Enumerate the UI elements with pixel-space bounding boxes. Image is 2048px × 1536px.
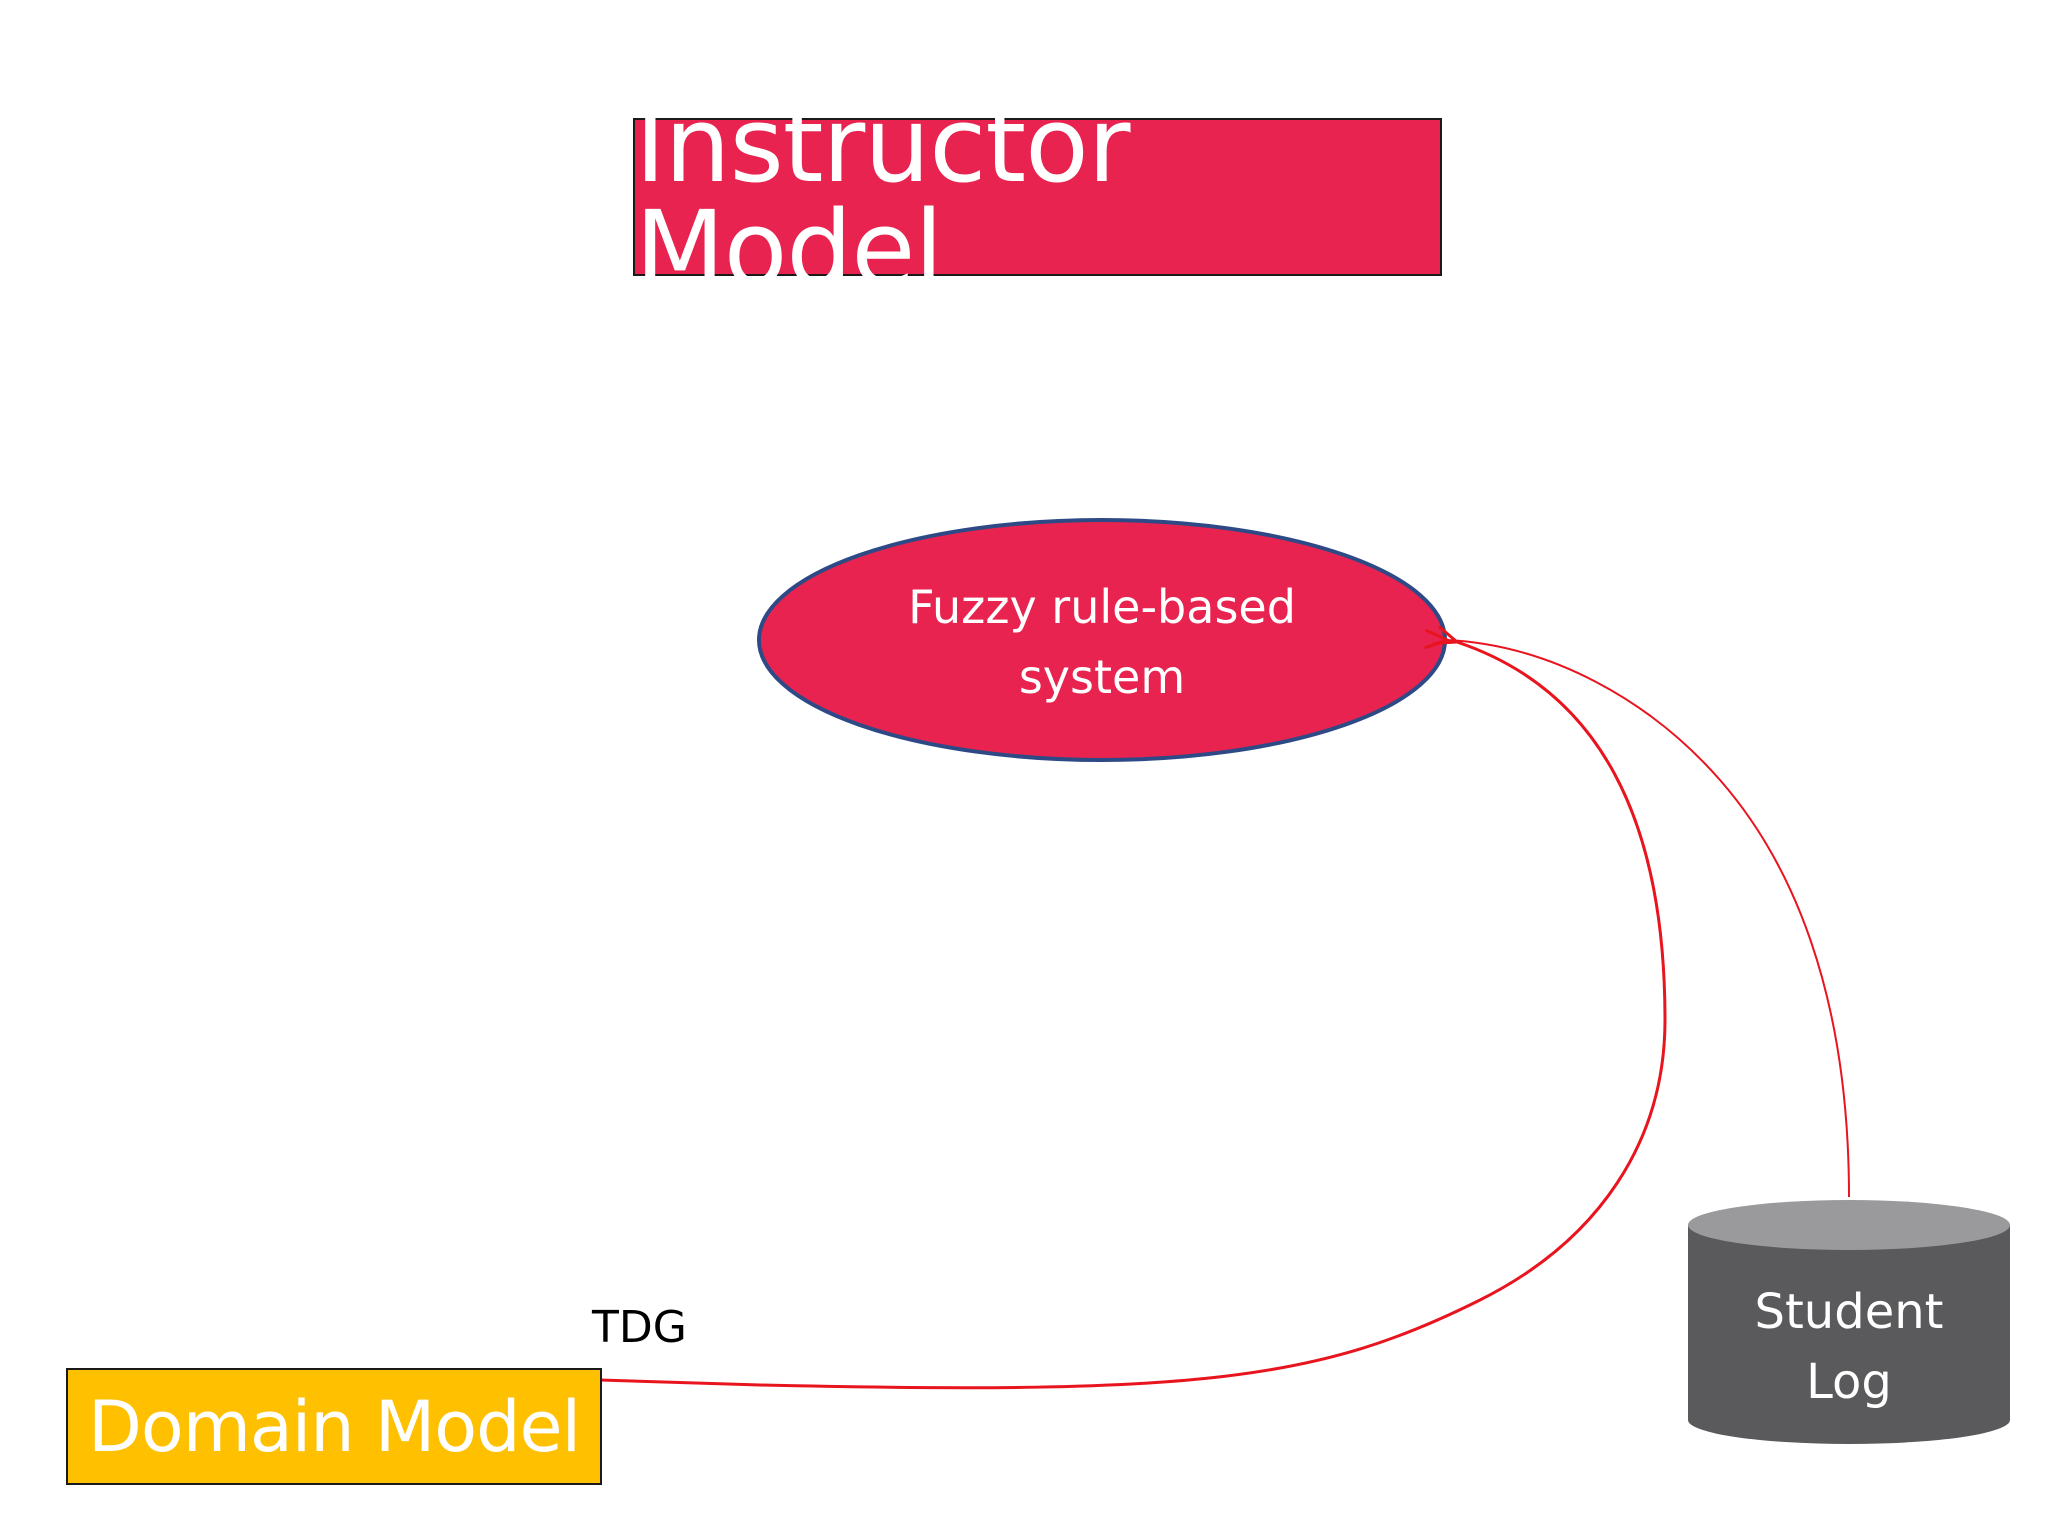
- fuzzy-system-label-line2: system: [1018, 650, 1186, 704]
- edge-studentlog-to-fuzzy: [1447, 640, 1850, 1198]
- fuzzy-system-label-line1: Fuzzy rule-based: [908, 580, 1296, 634]
- domain-model-label: Domain Model: [87, 1385, 581, 1468]
- student-log-label: Student Log: [1688, 1272, 2010, 1422]
- student-log-label-line1: Student: [1754, 1284, 1944, 1340]
- student-log-label-line2: Log: [1806, 1354, 1892, 1410]
- instructor-model-title: Instructor Model: [635, 84, 1131, 310]
- domain-model-box: Domain Model: [66, 1368, 602, 1485]
- student-log-cylinder-top: [1688, 1200, 2010, 1250]
- fuzzy-system-label: Fuzzy rule-based system: [760, 572, 1444, 712]
- instructor-model-title-box: Instructor Model: [633, 93, 1442, 301]
- student-log-cylinder: [1688, 1200, 2010, 1444]
- edge-label-tdg: TDG: [592, 1302, 687, 1353]
